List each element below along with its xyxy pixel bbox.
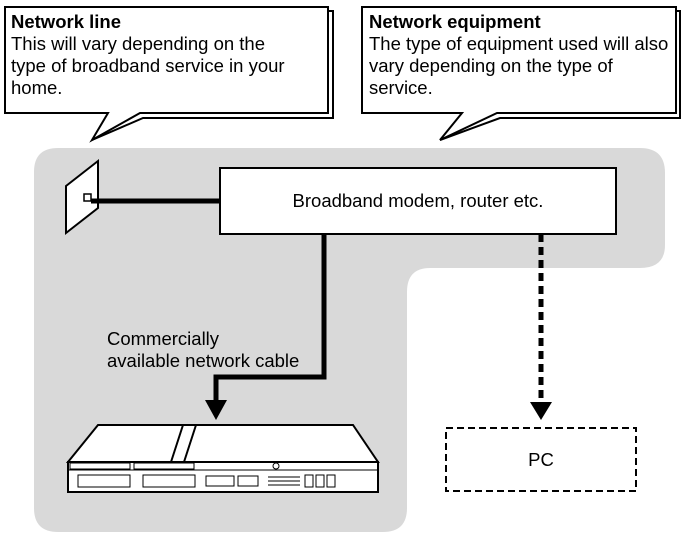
- pc-arrowhead: [530, 402, 552, 420]
- modem-label: Broadband modem, router etc.: [292, 190, 544, 211]
- console-arrowhead: [205, 400, 227, 420]
- wall-socket: [65, 158, 99, 236]
- network-equipment-description: The type of equipment used will also var…: [369, 33, 669, 98]
- network-line-callout-text: Network line This will vary depending on…: [11, 11, 323, 99]
- pc-label: PC: [528, 449, 554, 470]
- network-equipment-callout: [361, 6, 677, 141]
- network-equipment-callout-shadow: [439, 10, 681, 141]
- network-equipment-title: Network equipment: [369, 11, 541, 32]
- network-cable-line: [213, 234, 327, 404]
- network-equipment-callout-text: Network equipment The type of equipment …: [369, 11, 673, 99]
- pc-box: [445, 427, 637, 492]
- modem-box: [219, 167, 617, 235]
- game-console-icon: [65, 424, 380, 493]
- network-line-description: This will vary depending on the type of …: [11, 33, 285, 98]
- network-cable-label: Commercially available network cable: [107, 328, 300, 371]
- network-line-title: Network line: [11, 11, 121, 32]
- network-line-callout-shadow: [91, 10, 334, 141]
- network-line-callout: [4, 6, 329, 143]
